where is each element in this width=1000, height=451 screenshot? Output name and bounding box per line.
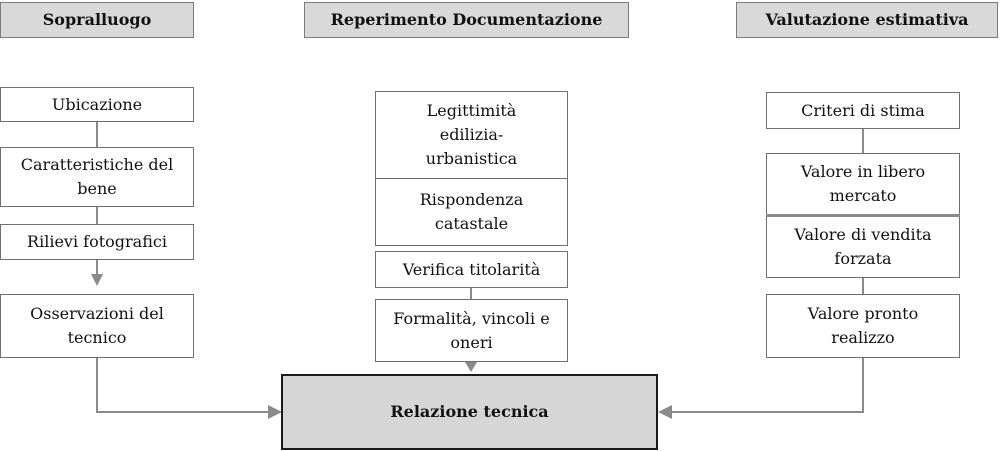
box-label: Valore in libero mercato <box>800 162 926 205</box>
connector-line <box>862 129 864 153</box>
box-label: Rilievi fotografici <box>27 232 167 251</box>
header-valutazione-label: Valutazione estimativa <box>765 10 969 29</box>
header-reperimento-documentazione: Reperimento Documentazione <box>304 2 629 38</box>
arrow-head-sopralluogo <box>91 274 103 286</box>
box-criteri-di-stima: Criteri di stima <box>766 92 960 129</box>
arrow-head-left <box>268 405 282 419</box>
box-label: Formalità, vincoli e oneri <box>393 308 550 352</box>
elbow-line-left <box>96 358 270 413</box>
box-label: Osservazioni del tecnico <box>30 304 164 347</box>
connector-line <box>470 288 472 300</box>
box-rilievi-fotografici: Rilievi fotografici <box>0 224 194 260</box>
box-osservazioni-del-tecnico: Osservazioni del tecnico <box>0 294 194 358</box>
box-valore-vendita-forzata: Valore di vendita forzata <box>766 216 960 278</box>
header-sopralluogo-label: Sopralluogo <box>42 10 152 29</box>
arrow-head-documentazione <box>465 362 477 372</box>
box-caratteristiche-del-bene: Caratteristiche del bene <box>0 147 194 207</box>
box-label: Legittimità edilizia-urbanistica <box>425 101 518 168</box>
box-verifica-titolarita: Verifica titolarità <box>375 251 568 288</box>
box-valore-libero-mercato: Valore in libero mercato <box>766 153 960 215</box>
box-label: Valore di vendita forzata <box>794 225 932 268</box>
box-formalita-vincoli-oneri: Formalità, vincoli e oneri <box>375 299 568 362</box>
connector-line <box>862 278 864 294</box>
box-rispondenza-catastale: Rispondenza catastale <box>375 178 568 246</box>
connector-line <box>96 206 98 224</box>
box-separator <box>766 214 960 217</box>
arrow-head-right <box>658 405 672 419</box>
box-label: Rispondenza catastale <box>419 190 524 233</box>
elbow-line-right <box>670 358 864 413</box>
box-valore-pronto-realizzo: Valore pronto realizzo <box>766 294 960 358</box>
header-sopralluogo: Sopralluogo <box>0 2 194 38</box>
box-label: Ubicazione <box>51 94 143 114</box>
box-label: Valore pronto realizzo <box>807 304 919 347</box>
box-label: Caratteristiche del bene <box>20 155 174 198</box>
result-label: Relazione tecnica <box>390 402 549 421</box>
box-legittimita-edilizia-urbanistica: Legittimità edilizia-urbanistica <box>375 91 568 179</box>
connector-line <box>96 121 98 147</box>
box-label: Verifica titolarità <box>402 259 541 279</box>
box-ubicazione: Ubicazione <box>0 87 194 122</box>
box-relazione-tecnica: Relazione tecnica <box>281 374 658 450</box>
header-reperimento-label: Reperimento Documentazione <box>330 10 603 29</box>
header-valutazione-estimativa: Valutazione estimativa <box>736 2 998 38</box>
box-label: Criteri di stima <box>801 100 925 120</box>
